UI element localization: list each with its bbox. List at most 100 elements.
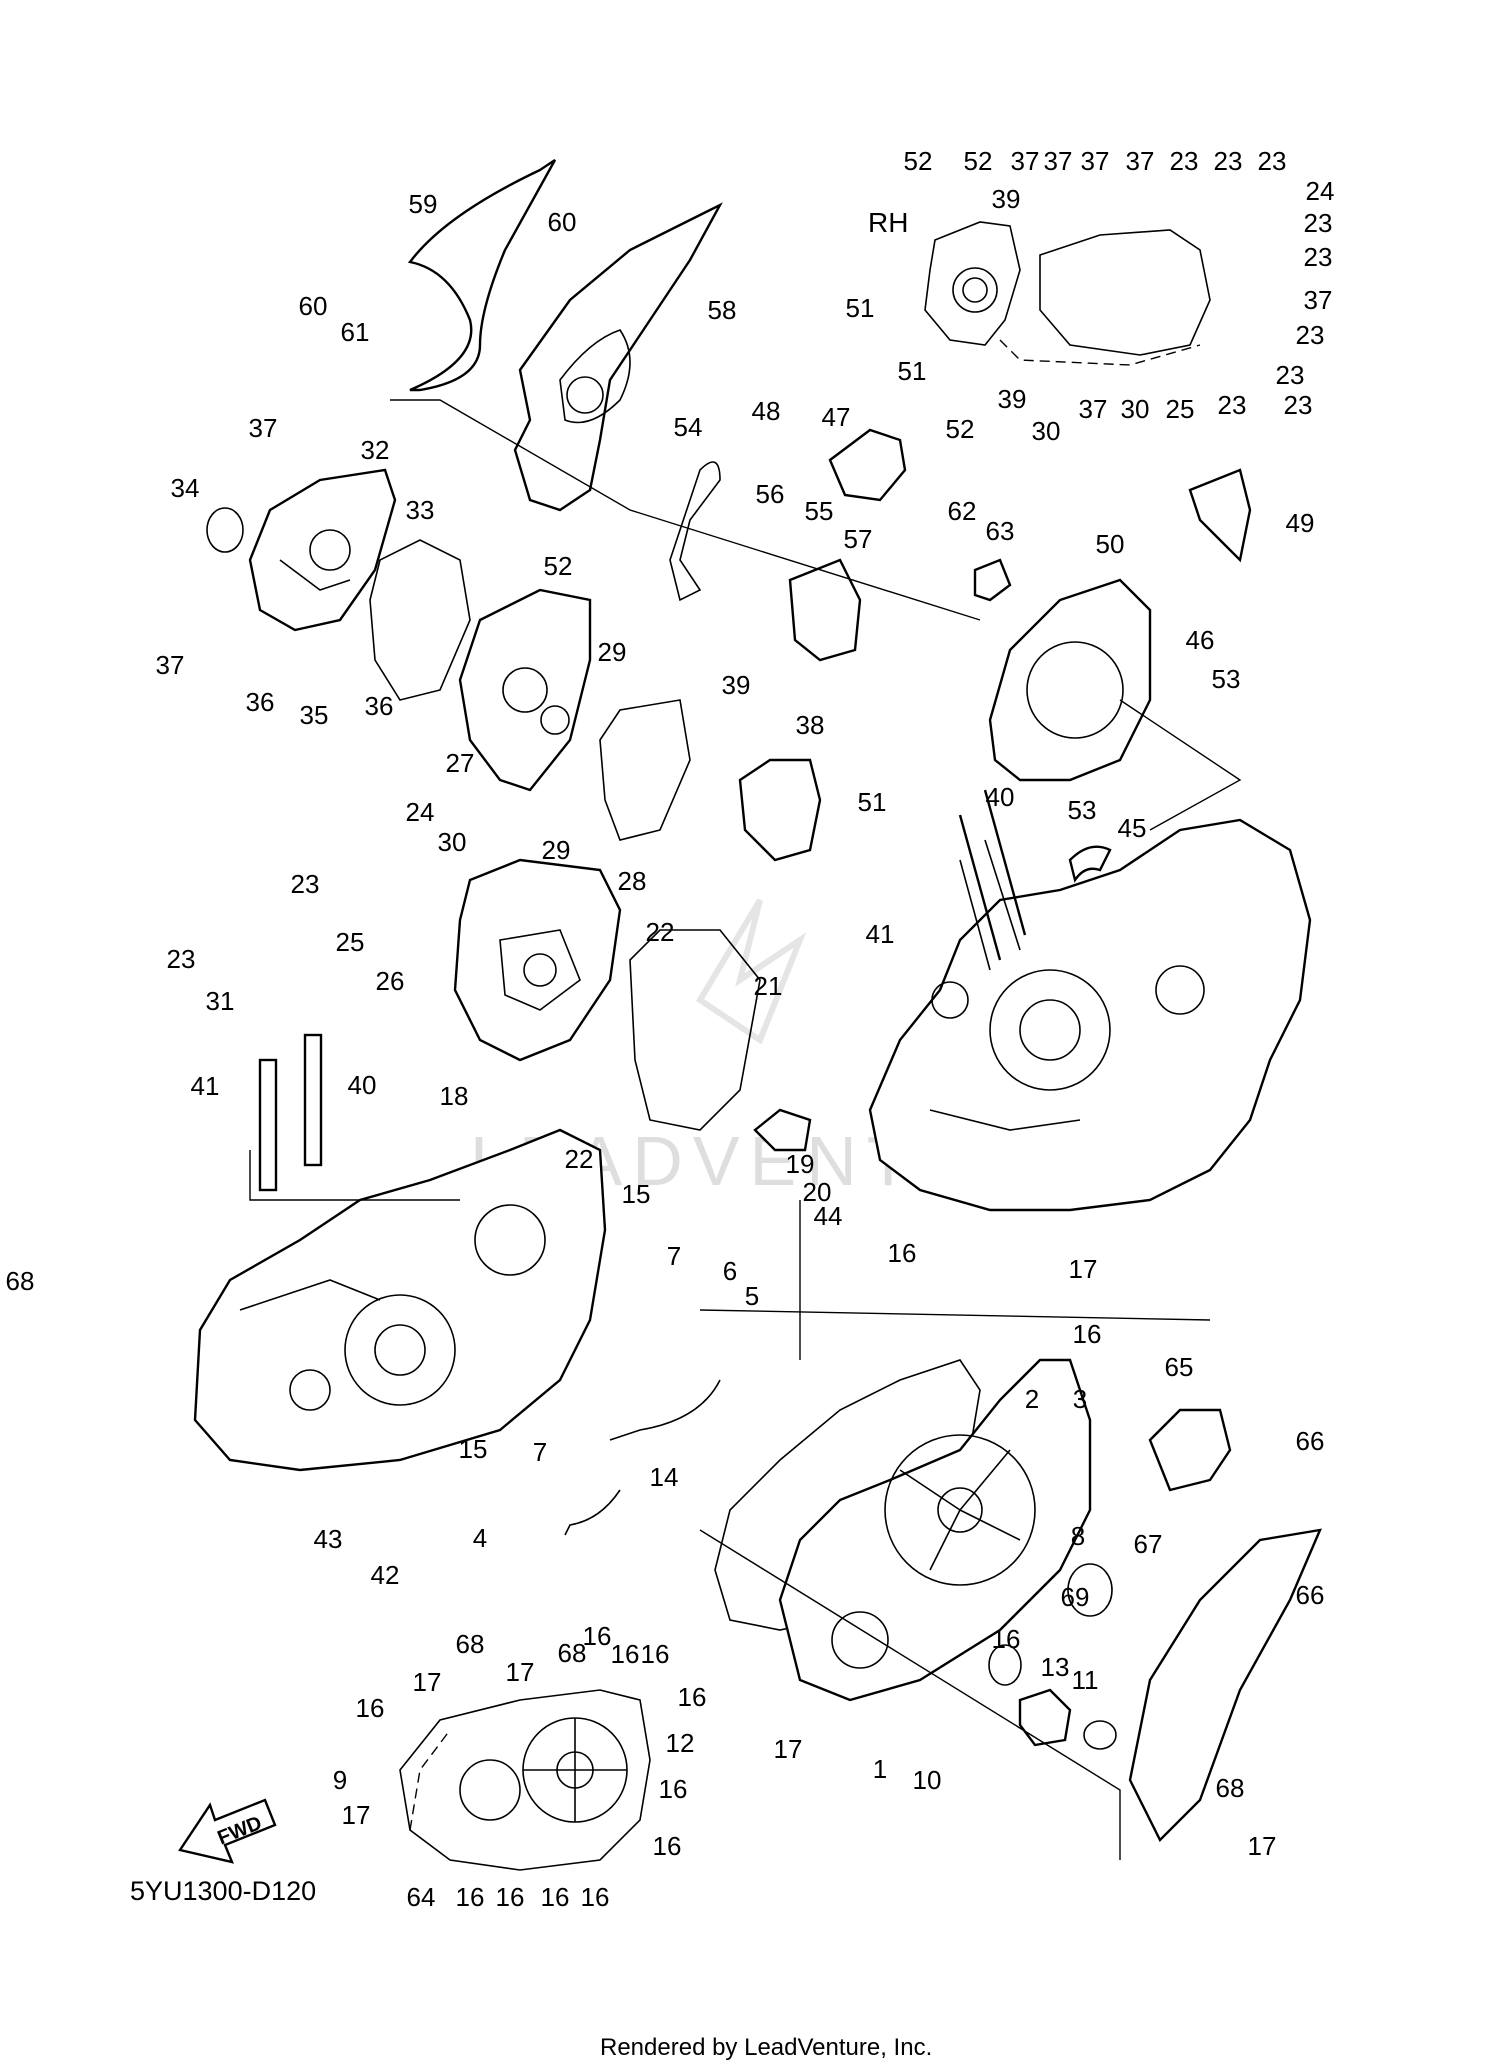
callout-60: 60 [548,207,577,237]
part-46-cover [988,578,1152,782]
callout-48: 48 [752,396,781,426]
callout-22: 22 [646,917,675,947]
callout-23: 23 [291,869,320,899]
callout-51: 51 [846,293,875,323]
callout-9: 9 [333,1765,347,1795]
callout-65: 65 [1165,1352,1194,1382]
part-19-bracket [753,1108,812,1152]
callout-57: 57 [844,524,873,554]
part-11-seal [1018,1688,1072,1747]
callout-8: 8 [1071,1521,1085,1551]
part-58-cover [513,202,723,512]
callout-62: 62 [948,496,977,526]
callout-17: 17 [774,1734,803,1764]
callout-3: 3 [1073,1384,1087,1414]
callout-67: 67 [1134,1529,1163,1559]
callout-23: 23 [1258,146,1287,176]
callout-52: 52 [964,146,993,176]
callout-45: 45 [1118,813,1147,843]
callout-20: 20 [803,1177,832,1207]
callout-16: 16 [653,1831,682,1861]
callout-16: 16 [496,1882,525,1912]
part-59-shield [407,159,557,392]
callout-16: 16 [659,1774,688,1804]
callout-37: 37 [1081,146,1110,176]
part-45-guide [1068,845,1112,883]
callout-16: 16 [611,1639,640,1669]
callout-16: 16 [992,1624,1021,1654]
callout-14: 14 [650,1462,679,1492]
callout-28: 28 [618,866,647,896]
callout-44: 44 [814,1201,843,1231]
callout-26: 26 [376,966,405,996]
callout-46: 46 [1186,625,1215,655]
part-47-plate [828,428,907,502]
callout-41: 41 [866,919,895,949]
callout-55: 55 [805,496,834,526]
part-38-cover [738,758,822,862]
callout-17: 17 [413,1667,442,1697]
bottom-cover [399,1689,651,1871]
fwd-arrow-icon: FWD [178,1798,277,1864]
part-49-bracket [1188,468,1252,563]
callout-2: 2 [1025,1384,1039,1414]
callout-19: 19 [786,1149,815,1179]
callout-12: 12 [666,1728,695,1758]
callout-50: 50 [1096,529,1125,559]
callout-37: 37 [1079,394,1108,424]
callout-7: 7 [533,1437,547,1467]
stud-41-left [258,1058,278,1192]
callout-66: 66 [1296,1426,1325,1456]
callout-36: 36 [246,687,275,717]
stud-40-left [303,1033,323,1167]
callout-31: 31 [206,986,235,1016]
callout-4: 4 [473,1523,487,1553]
alignment-lines [249,399,1242,1860]
callout-16: 16 [581,1882,610,1912]
callout-52: 52 [544,551,573,581]
callout-53: 53 [1068,795,1097,825]
studs-right [958,789,1027,961]
callout-68: 68 [558,1638,587,1668]
callout-17: 17 [1069,1254,1098,1284]
callout-38: 38 [796,710,825,740]
callout-23: 23 [167,944,196,974]
callout-23: 23 [1304,242,1333,272]
callout-27: 27 [446,748,475,778]
callout-13: 13 [1041,1652,1070,1682]
crankcase-left [193,1128,607,1472]
callout-16: 16 [641,1639,670,1669]
callout-42: 42 [371,1560,400,1590]
part-18-cover [453,858,622,1062]
callout-16: 16 [888,1238,917,1268]
part-55-bracket [788,558,862,662]
callout-16: 16 [678,1682,707,1712]
callout-23: 23 [1218,390,1247,420]
callout-68: 68 [6,1266,35,1296]
callout-23: 23 [1170,146,1199,176]
callout-23: 23 [1276,360,1305,390]
callout-40: 40 [348,1070,377,1100]
callout-15: 15 [459,1434,488,1464]
part-14-gasket [714,1359,981,1631]
callout-23: 23 [1214,146,1243,176]
callout-37: 37 [156,650,185,680]
callout-15: 15 [622,1179,651,1209]
callout-64: 64 [407,1882,436,1912]
callout-23: 23 [1296,320,1325,350]
part-64-cover [1128,1528,1322,1843]
callout-69: 69 [1061,1582,1090,1612]
callout-17: 17 [342,1800,371,1830]
part-12-washer [1083,1720,1117,1750]
callout-68: 68 [1216,1773,1245,1803]
part-1-cover [778,1358,1092,1702]
callout-18: 18 [440,1081,469,1111]
callout-25: 25 [1166,394,1195,424]
callout-24: 24 [406,797,435,827]
callout-16: 16 [541,1882,570,1912]
callout-66: 66 [1296,1580,1325,1610]
callout-35: 35 [300,700,329,730]
callout-37: 37 [1304,285,1333,315]
callout-17: 17 [1248,1831,1277,1861]
